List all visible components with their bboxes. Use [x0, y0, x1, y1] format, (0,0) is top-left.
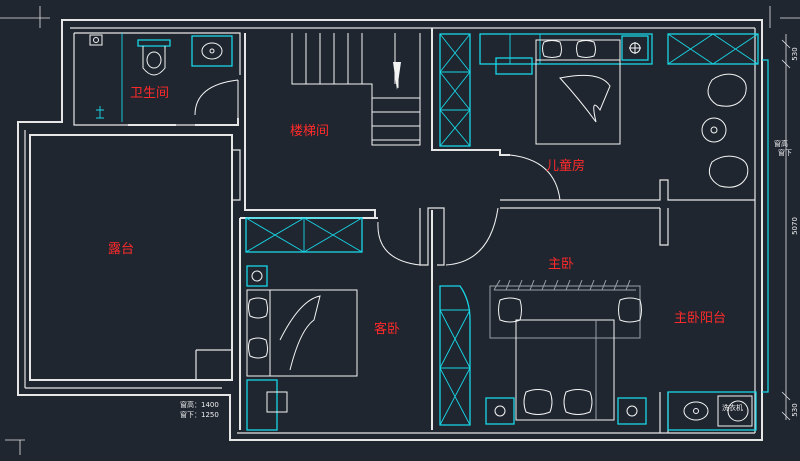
dimension-right-top: 530 — [791, 47, 799, 60]
room-label-master-bedroom: 主卧 — [548, 257, 574, 272]
stairwell-area — [244, 33, 421, 218]
master-bedroom-area — [431, 207, 647, 430]
room-label-bathroom: 卫生间 — [130, 86, 169, 101]
window-note-right-height: 窗高 — [774, 139, 788, 148]
window-note-right-sill: 窗下 — [778, 148, 792, 157]
washer-label: 洗衣机 — [722, 403, 743, 412]
kids-room-area — [431, 28, 759, 246]
exterior-walls — [17, 19, 763, 441]
dimension-right-middle: 5070 — [791, 217, 799, 235]
right-dimension-line — [781, 34, 791, 421]
crop-marks — [0, 6, 800, 455]
bathroom-area — [73, 32, 241, 126]
terrace-area — [29, 134, 241, 381]
room-label-kids-room: 儿童房 — [546, 158, 585, 174]
dimension-right-bottom: 530 — [791, 403, 799, 416]
window-note-left-sill: 窗下：1250 — [180, 410, 219, 419]
room-label-guest-room: 客卧 — [374, 321, 400, 337]
window-note-left-height: 窗高：1400 — [180, 400, 219, 409]
room-label-terrace: 露台 — [108, 242, 134, 257]
master-balcony-area — [659, 59, 769, 433]
guest-room-area — [239, 207, 445, 431]
room-label-stairwell: 楼梯间 — [290, 124, 329, 139]
room-label-master-balcony: 主卧阳台 — [674, 311, 726, 326]
